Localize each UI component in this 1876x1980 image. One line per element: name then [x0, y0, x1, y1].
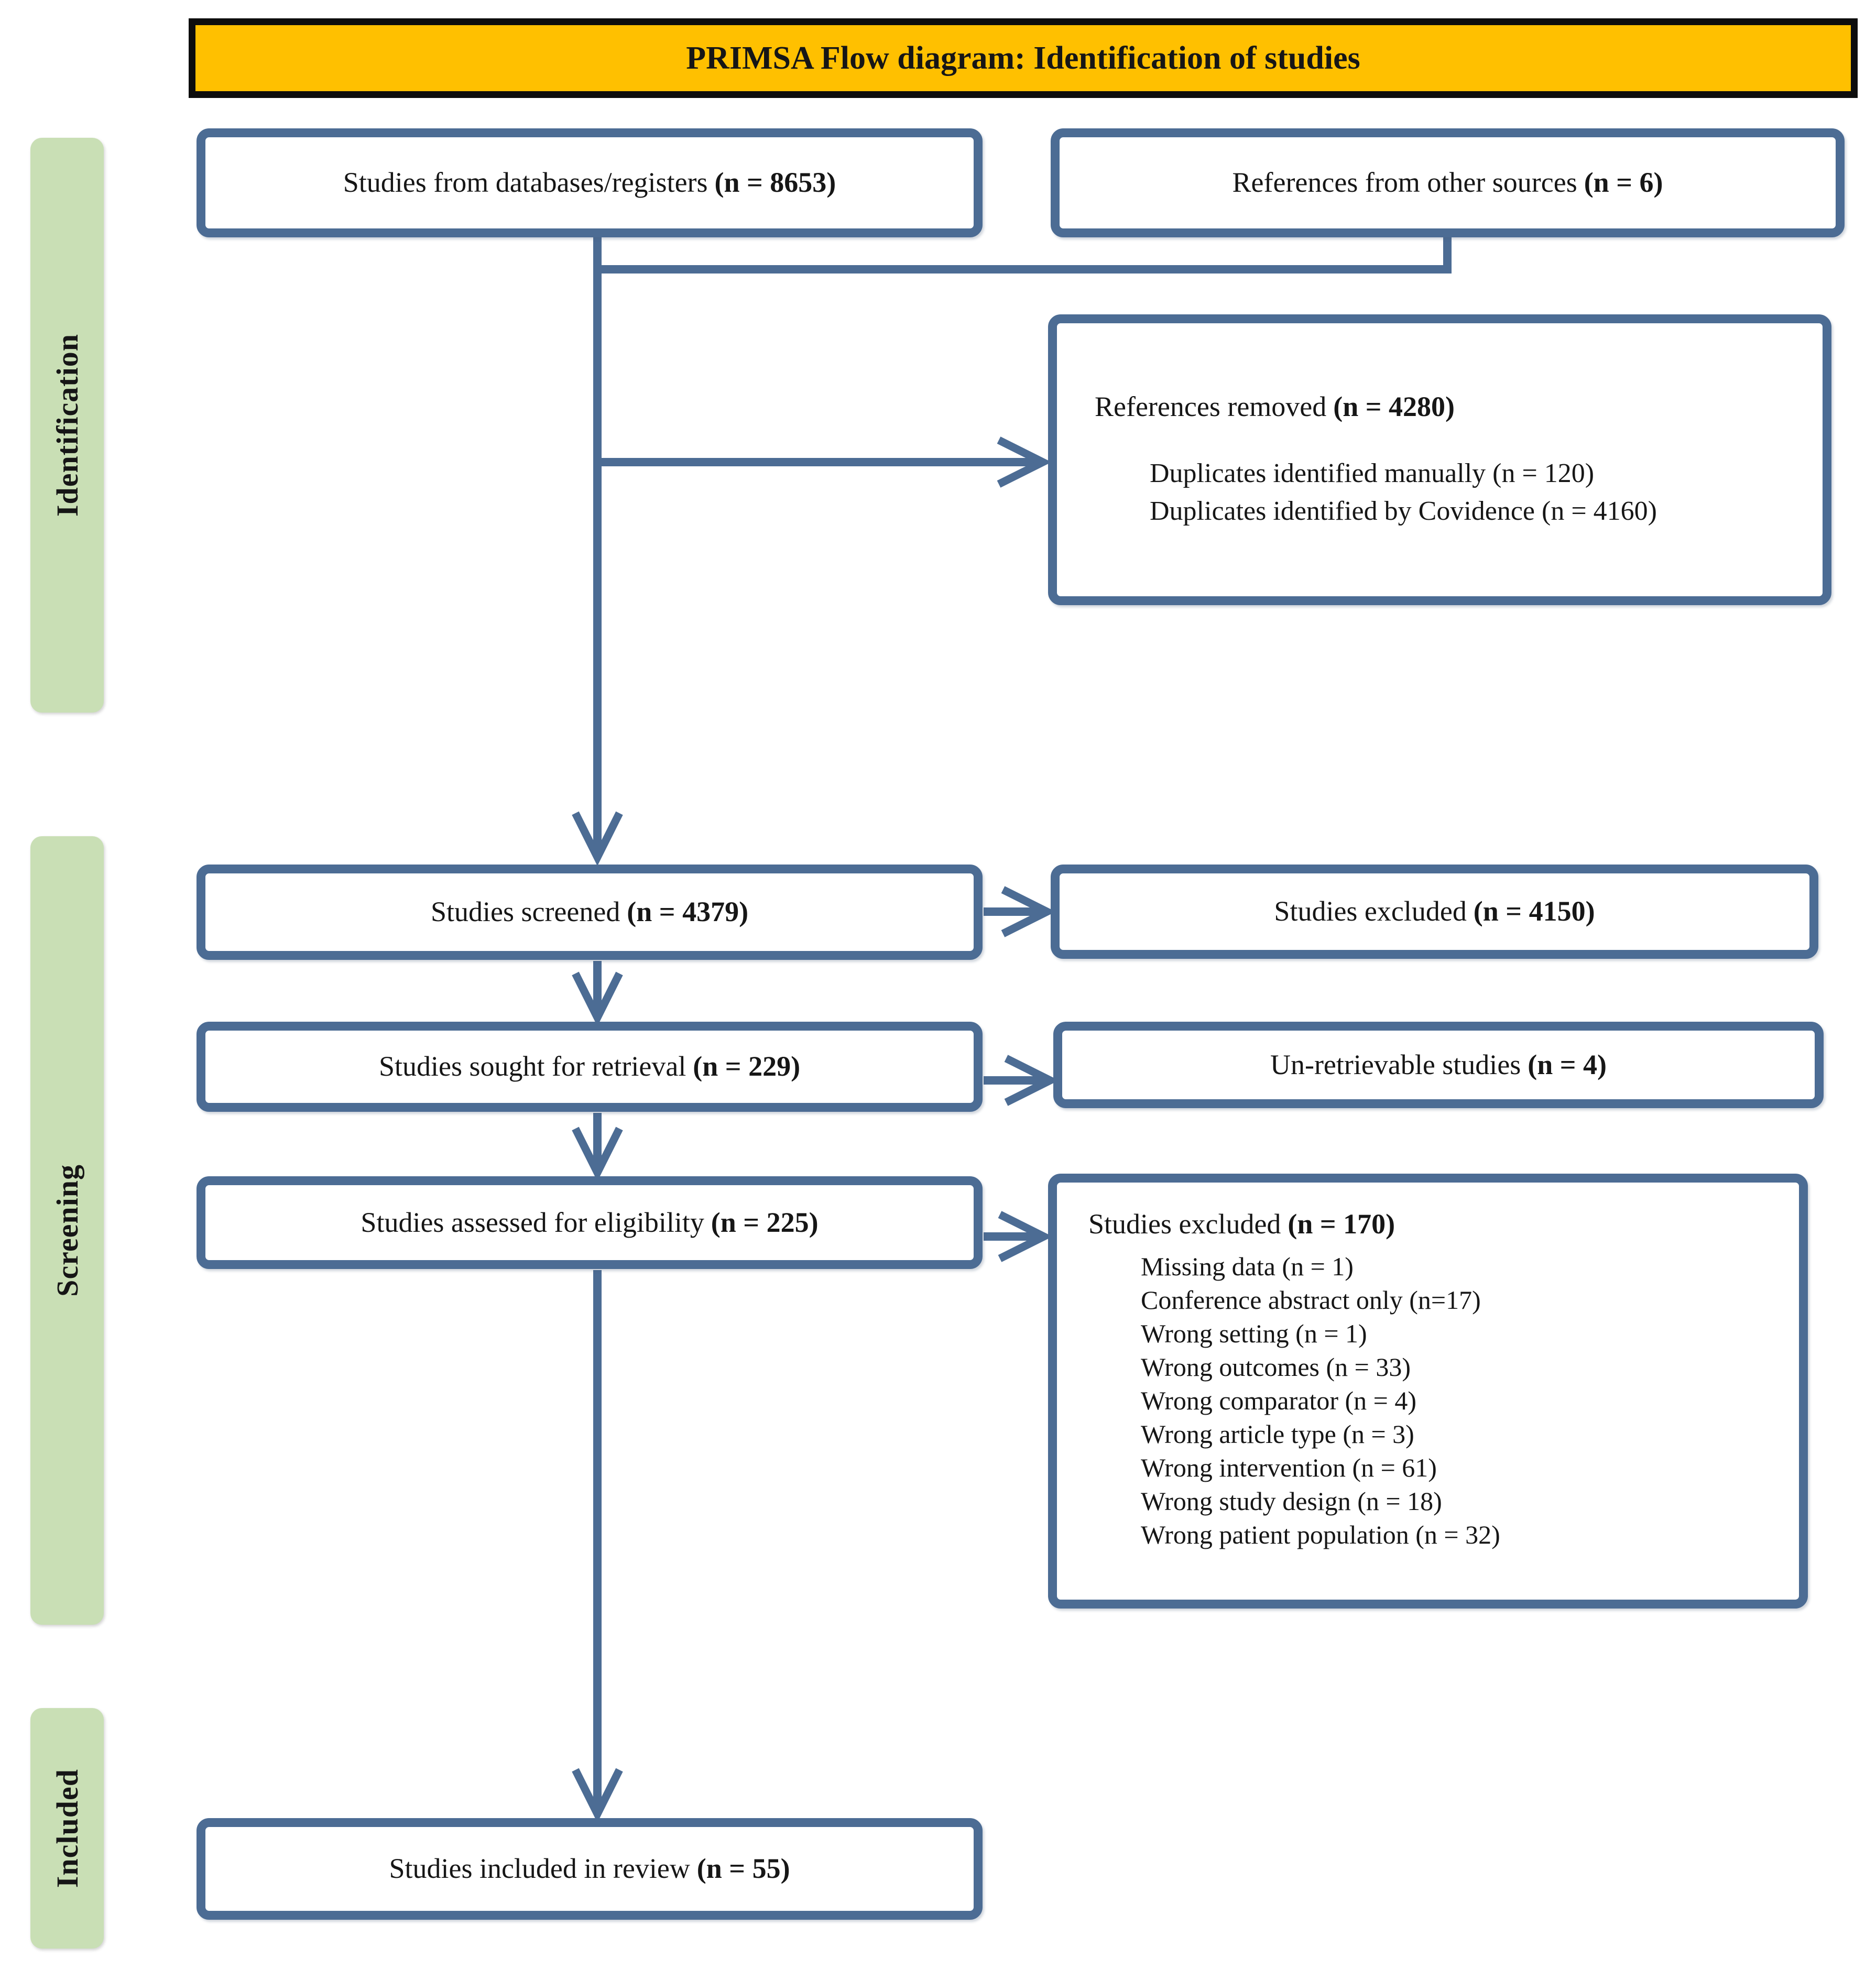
box-studies-screened: Studies screened(n = 4379): [197, 865, 983, 960]
line-other-sources-join: [602, 237, 1452, 274]
label: Studies excluded: [1274, 895, 1467, 927]
arrowhead-to-sought: [572, 971, 623, 1026]
title-banner: PRIMSA Flow diagram: Identification of s…: [189, 18, 1858, 98]
box-studies-excluded-screening-text: Studies excluded(n = 4150): [1274, 894, 1595, 929]
label: References removed: [1095, 390, 1327, 422]
count: (n = 225): [711, 1206, 819, 1238]
box-references-other-sources: References from other sources(n = 6): [1051, 128, 1845, 237]
count: (n = 170): [1288, 1208, 1395, 1240]
arrowhead-to-unretrievable: [1004, 1055, 1059, 1106]
count: (n = 4150): [1473, 895, 1595, 927]
label: Studies screened: [430, 896, 620, 928]
stage-screening-label: Screening: [50, 1164, 84, 1297]
box-studies-from-databases: Studies from databases/registers(n = 865…: [197, 128, 983, 237]
arrowhead-to-references-removed: [997, 436, 1052, 488]
box-studies-sought-retrieval-text: Studies sought for retrieval(n = 229): [379, 1049, 800, 1085]
box-references-removed-items: Duplicates identified manually (n = 120)…: [1095, 455, 1657, 530]
label: References from other sources: [1232, 167, 1577, 199]
label: Studies sought for retrieval: [378, 1051, 686, 1082]
count: (n = 229): [693, 1051, 801, 1082]
box-studies-assessed-eligibility: Studies assessed for eligibility(n = 225…: [197, 1176, 983, 1269]
box-unretrievable-studies: Un-retrievable studies(n = 4): [1053, 1022, 1824, 1108]
list-item: Wrong comparator (n = 4): [1141, 1385, 1417, 1415]
label: Studies from databases/registers: [343, 167, 708, 199]
stage-identification-label: Identification: [50, 333, 84, 517]
box-studies-excluded-screening: Studies excluded(n = 4150): [1051, 865, 1818, 959]
count: (n = 55): [696, 1853, 790, 1885]
list-item: Wrong patient population (n = 32): [1141, 1519, 1500, 1549]
list-item: Wrong article type (n = 3): [1141, 1419, 1414, 1449]
arrowhead-to-excluded-eligibility: [998, 1211, 1053, 1262]
list-item: Conference abstract only (n=17): [1141, 1285, 1481, 1315]
box-studies-excluded-eligibility-items: Missing data (n = 1) Conference abstract…: [1088, 1250, 1500, 1551]
box-studies-from-databases-text: Studies from databases/registers(n = 865…: [343, 165, 836, 201]
box-unretrievable-studies-text: Un-retrievable studies(n = 4): [1270, 1047, 1607, 1083]
label: Studies assessed for eligibility: [361, 1206, 704, 1238]
box-references-other-sources-text: References from other sources(n = 6): [1233, 165, 1663, 201]
stage-screening: Screening: [30, 836, 104, 1625]
box-studies-sought-retrieval: Studies sought for retrieval(n = 229): [197, 1022, 983, 1112]
box-studies-included-review-text: Studies included in review(n = 55): [389, 1851, 790, 1887]
box-studies-screened-text: Studies screened(n = 4379): [431, 894, 748, 930]
list-item: Duplicates identified by Covidence (n = …: [1150, 496, 1657, 527]
box-studies-included-review: Studies included in review(n = 55): [197, 1818, 983, 1920]
box-references-removed-heading: References removed(n = 4280): [1095, 389, 1455, 425]
diagram-title: PRIMSA Flow diagram: Identification of s…: [686, 40, 1360, 76]
count: (n = 4): [1528, 1048, 1607, 1080]
list-item: Wrong setting (n = 1): [1141, 1318, 1367, 1348]
count: (n = 6): [1584, 167, 1663, 199]
label: Un-retrievable studies: [1270, 1048, 1521, 1080]
count: (n = 4280): [1333, 390, 1455, 422]
list-item: Wrong intervention (n = 61): [1141, 1452, 1437, 1482]
arrowhead-to-assessed: [572, 1126, 623, 1182]
arrowhead-to-included: [572, 1768, 623, 1823]
label: Studies included in review: [389, 1853, 690, 1885]
list-item: Wrong study design (n = 18): [1141, 1486, 1442, 1516]
list-item: Duplicates identified manually (n = 120): [1150, 458, 1595, 489]
list-item: Wrong outcomes (n = 33): [1141, 1352, 1411, 1382]
stage-identification: Identification: [30, 138, 104, 713]
box-studies-assessed-eligibility-text: Studies assessed for eligibility(n = 225…: [361, 1205, 818, 1241]
list-item: Missing data (n = 1): [1141, 1251, 1354, 1281]
box-studies-excluded-eligibility-heading: Studies excluded(n = 170): [1088, 1207, 1395, 1242]
label: Studies excluded: [1088, 1208, 1281, 1240]
box-studies-excluded-eligibility: Studies excluded(n = 170) Missing data (…: [1048, 1174, 1808, 1609]
stage-included: Included: [30, 1708, 104, 1949]
arrowhead-to-screened: [572, 811, 623, 866]
count: (n = 8653): [714, 167, 836, 199]
count: (n = 4379): [627, 896, 749, 928]
arrowhead-to-excluded-screening: [1001, 886, 1056, 937]
box-references-removed: References removed(n = 4280) Duplicates …: [1048, 314, 1831, 605]
stage-included-label: Included: [50, 1768, 84, 1888]
